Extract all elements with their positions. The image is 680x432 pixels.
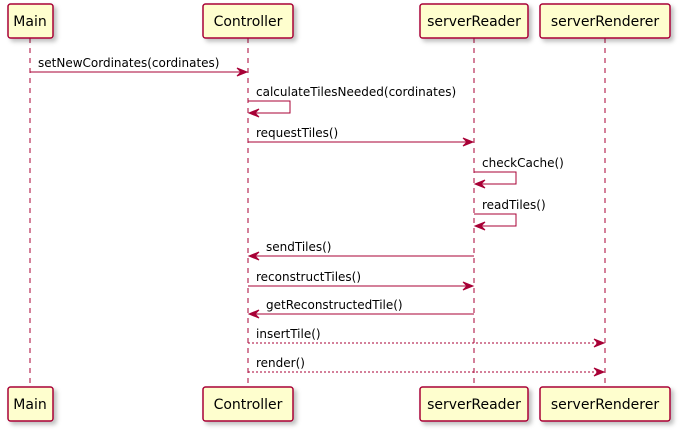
message-label: calculateTilesNeeded(cordinates)	[256, 85, 456, 99]
message-label: render()	[256, 356, 305, 370]
message-label: requestTiles()	[256, 126, 338, 140]
participant-box	[419, 3, 529, 39]
participant-box	[7, 386, 54, 422]
messages: setNewCordinates(cordinates) calculateTil…	[30, 56, 606, 377]
participant-label: Main	[13, 14, 46, 30]
participant-box	[539, 3, 671, 39]
message-line	[474, 213, 517, 227]
participant-label: serverRenderer	[551, 397, 659, 413]
message-2: calculateTilesNeeded(cordinates)	[247, 85, 456, 118]
participant-label: serverRenderer	[551, 14, 659, 30]
message-label: sendTiles()	[266, 240, 331, 254]
lifelines	[29, 38, 606, 387]
message-label: readTiles()	[482, 198, 546, 212]
message-line	[248, 100, 291, 114]
arrowhead	[593, 338, 606, 348]
message-5: readTiles()	[473, 198, 546, 231]
message-4: checkCache()	[473, 156, 564, 189]
participant-label: Controller	[214, 397, 283, 413]
message-label: checkCache()	[482, 156, 564, 170]
message-label: reconstructTiles()	[256, 270, 361, 284]
message-7: reconstructTiles()	[248, 270, 475, 291]
participant-controller-bottom: Controller	[202, 386, 294, 422]
arrowhead	[236, 67, 249, 77]
participant-box	[202, 386, 294, 422]
message-label: getReconstructedTile()	[266, 298, 403, 312]
participant-serverReader-bottom: serverReader	[419, 386, 529, 422]
arrowhead	[247, 309, 260, 319]
participant-box	[7, 3, 54, 39]
arrowhead	[462, 137, 475, 147]
participant-main-bottom: Main	[7, 386, 54, 422]
participant-label: serverReader	[427, 397, 521, 413]
participant-label: Main	[13, 397, 46, 413]
participant-controller-top: Controller	[202, 3, 294, 39]
message-1: setNewCordinates(cordinates)	[30, 56, 249, 77]
arrowhead	[247, 251, 260, 261]
participant-box	[419, 386, 529, 422]
participant-box	[202, 3, 294, 39]
message-6: sendTiles()	[247, 240, 474, 261]
participant-serverRenderer-top: serverRenderer	[539, 3, 671, 39]
arrowhead	[462, 281, 475, 291]
arrowhead	[593, 367, 606, 377]
participant-box	[539, 386, 671, 422]
participants-top: Main Controller serverReader serverRenderer	[7, 3, 671, 39]
message-9: insertTile()	[248, 327, 606, 348]
message-3: requestTiles()	[248, 126, 475, 147]
participant-serverRenderer-bottom: serverRenderer	[539, 386, 671, 422]
message-10: render()	[248, 356, 606, 377]
participant-serverReader-top: serverReader	[419, 3, 529, 39]
arrowhead	[473, 179, 486, 189]
message-line	[474, 171, 517, 185]
message-label: setNewCordinates(cordinates)	[38, 56, 219, 70]
message-label: insertTile()	[256, 327, 321, 341]
message-8: getReconstructedTile()	[247, 298, 474, 319]
participant-main-top: Main	[7, 3, 54, 39]
participant-label: Controller	[214, 14, 283, 30]
arrowhead	[247, 108, 260, 118]
participants-bottom: Main Controller serverReader serverRenderer	[7, 386, 671, 422]
participant-label: serverReader	[427, 14, 521, 30]
arrowhead	[473, 221, 486, 231]
